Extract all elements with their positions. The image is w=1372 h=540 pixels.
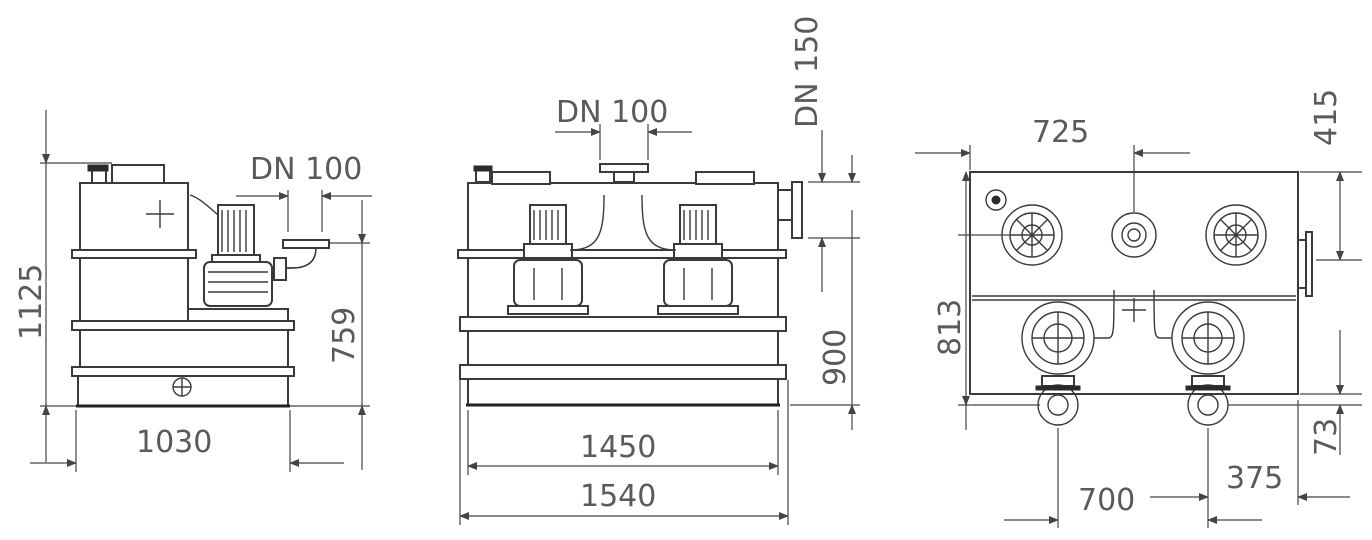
- side-width-label: 1030: [136, 425, 212, 460]
- side-dn-label: DN 100: [250, 152, 362, 187]
- top-width-label: 725: [1032, 115, 1089, 150]
- top-pump-right-icon: [1153, 289, 1245, 426]
- front-height-label: 900: [818, 329, 853, 386]
- side-pump-icon: [189, 194, 330, 307]
- front-top-inlet: [599, 163, 649, 173]
- top-center-mark: [1122, 298, 1146, 322]
- top-right-height-label: 415: [1309, 89, 1344, 146]
- top-depth-label: 813: [933, 299, 968, 356]
- side-center-mark: [146, 200, 174, 228]
- top-view: 725 415 813 73 700 375: [915, 89, 1362, 528]
- front-width-inner-label: 1450: [580, 430, 656, 465]
- side-view: DN 100 1030 1125 759: [14, 110, 372, 472]
- side-vent-cap: [87, 164, 109, 172]
- front-rib-2: [459, 316, 787, 332]
- side-inlet-height-label: 759: [327, 307, 362, 364]
- front-view: DN 100 DN 150 900 1450 1540: [457, 16, 860, 525]
- side-rib-1: [71, 249, 197, 259]
- front-side-flange: [791, 181, 803, 239]
- front-rib-3: [459, 364, 787, 380]
- side-rib-3: [71, 366, 295, 377]
- side-tank-base: [77, 375, 289, 407]
- top-pump-left-icon: [1021, 289, 1115, 426]
- front-pump-right-icon: [641, 194, 739, 315]
- front-pump-left-icon: [507, 194, 605, 315]
- side-vent: [91, 169, 107, 184]
- side-height-label: 1125: [14, 264, 49, 340]
- front-width-outer-label: 1540: [580, 479, 656, 514]
- top-inlet-center: [1111, 212, 1157, 258]
- top-hatch-left: [1001, 204, 1063, 266]
- top-side-flange: [1305, 231, 1313, 297]
- side-rib-2: [71, 320, 295, 331]
- side-hatch: [111, 164, 165, 184]
- top-right-offset-label: 375: [1226, 461, 1283, 496]
- side-tank-lower: [79, 329, 289, 371]
- front-dn-side-label: DN 150: [790, 16, 825, 128]
- front-dn-top-label: DN 100: [556, 95, 668, 130]
- top-hatch-right: [1205, 204, 1267, 266]
- side-drain-symbol: [172, 377, 192, 397]
- top-pump-spacing-label: 700: [1078, 483, 1135, 518]
- front-rib-1: [457, 249, 787, 259]
- top-offset-bottom-label: 73: [1309, 418, 1344, 456]
